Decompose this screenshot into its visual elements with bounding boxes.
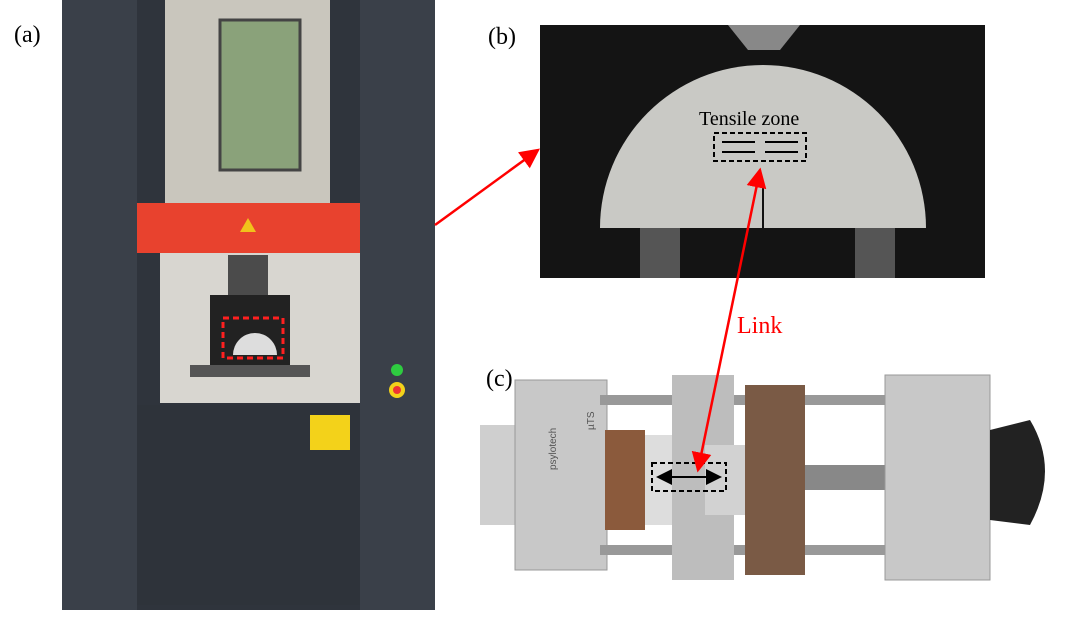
tensile-zone-box-c: [651, 462, 727, 492]
panel-label-b: (b): [488, 24, 516, 50]
panel-b-photo: [540, 25, 985, 278]
link-label: Link: [737, 313, 783, 339]
tensile-zone-box: [713, 132, 807, 162]
panel-c-photo: [480, 374, 1045, 581]
panel-label-a: (a): [14, 22, 41, 48]
zoom-arrow-a-to-b: [434, 148, 541, 227]
device-brand-text: psylotech: [548, 427, 559, 470]
specimen-highlight-box: [221, 316, 285, 360]
panel-a-photo: [62, 0, 435, 610]
tensile-zone-label: Tensile zone: [699, 108, 800, 130]
panel-label-c: (c): [486, 366, 513, 392]
device-model-text: µTS: [586, 411, 597, 430]
link-double-arrow: [691, 167, 767, 473]
